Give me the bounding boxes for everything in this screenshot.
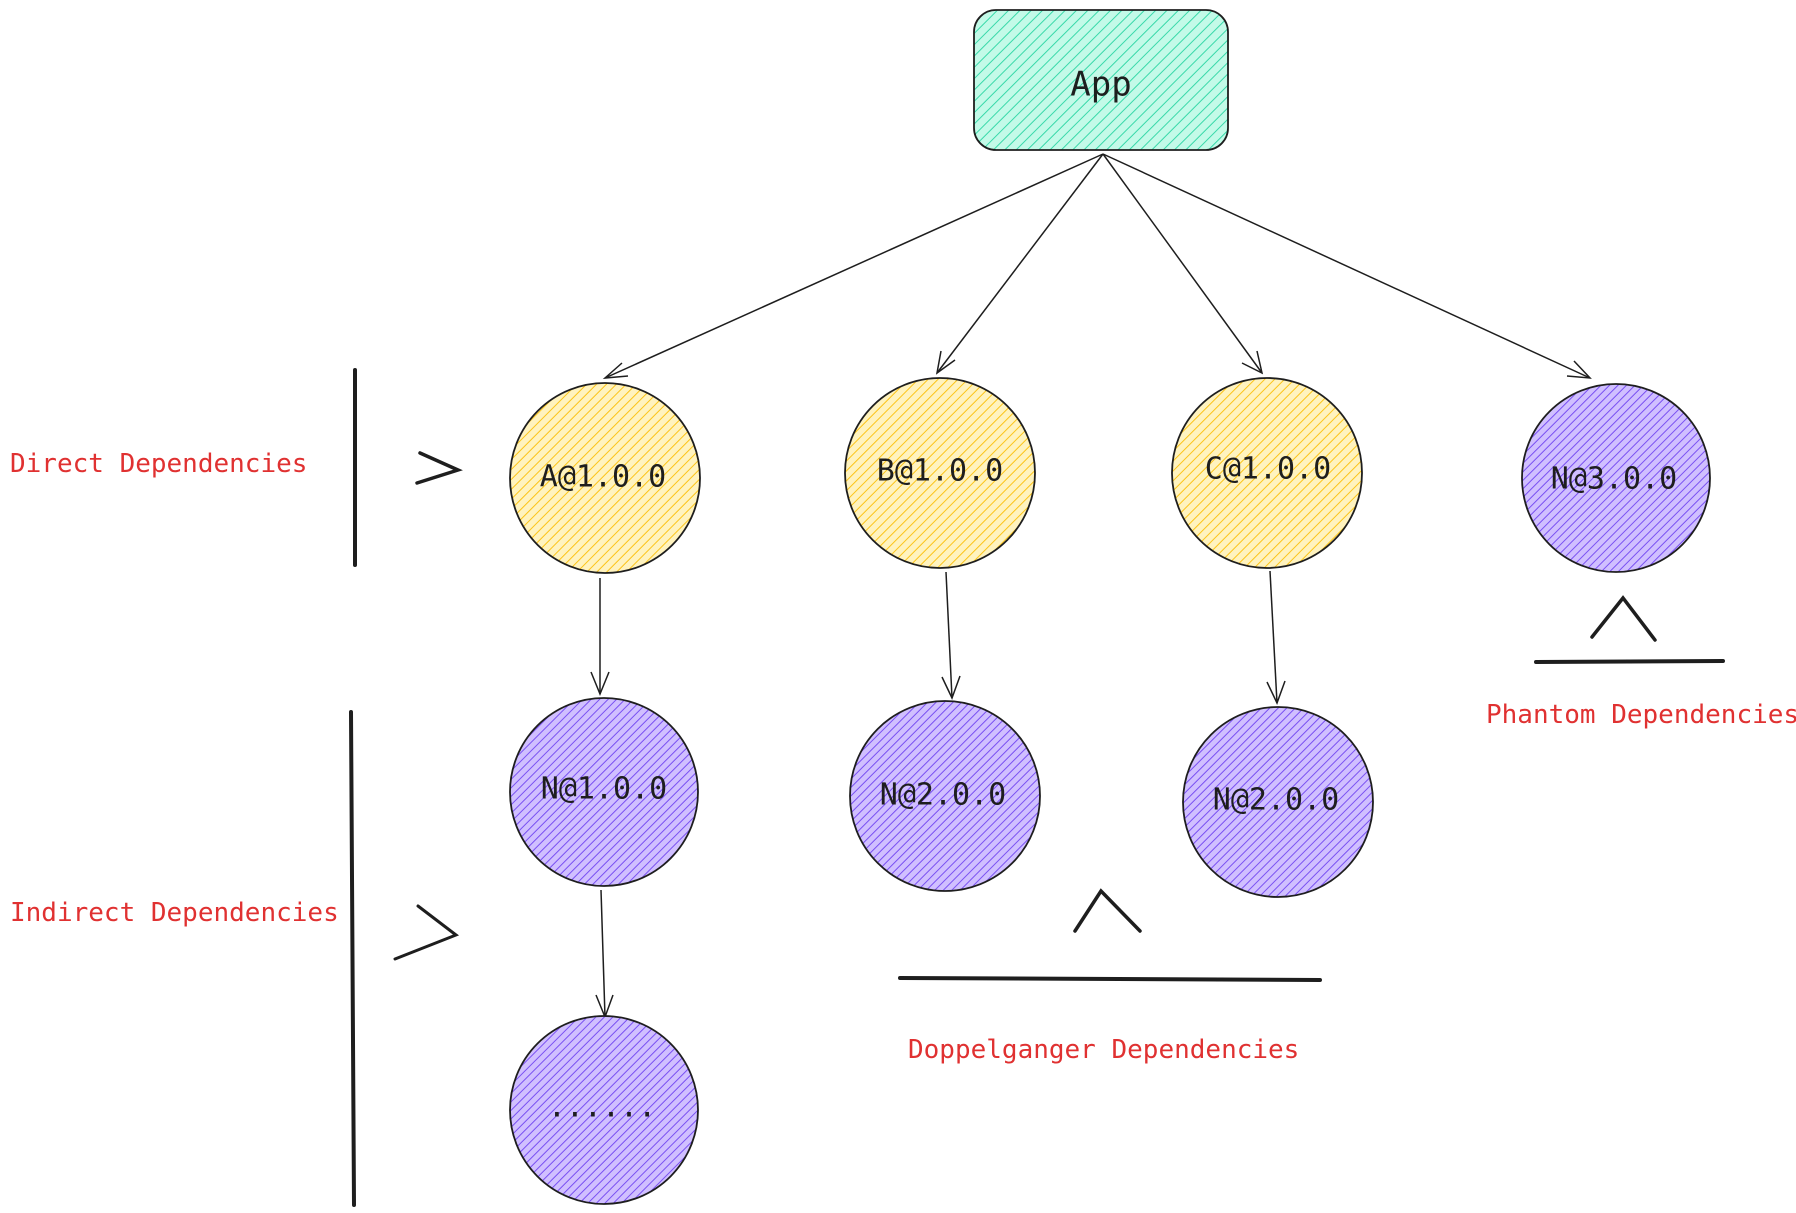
arrowhead-b: [935, 350, 956, 375]
direct-bracket: [353, 368, 463, 567]
node-n3-label: N@3.0.0: [1551, 462, 1677, 497]
arrowhead-n3: [1566, 360, 1592, 379]
arrowhead-a: [602, 362, 629, 379]
node-n3: N@3.0.0: [1521, 383, 1711, 573]
doppelganger-baseline: [898, 976, 1322, 982]
direct-pointer: [415, 451, 463, 485]
edge-b-n2-left: [945, 571, 953, 699]
node-b-label: B@1.0.0: [877, 454, 1003, 489]
node-a-label: A@1.0.0: [540, 460, 666, 495]
node-n2-left-label: N@2.0.0: [880, 778, 1006, 813]
node-c: C@1.0.0: [1171, 377, 1363, 569]
indirect-bracket: [349, 710, 460, 1207]
node-more-label: ......: [548, 1090, 656, 1125]
node-n1-label: N@1.0.0: [541, 772, 667, 807]
edges: [590, 153, 1592, 1020]
phantom-marker: [1534, 595, 1725, 664]
node-b: B@1.0.0: [844, 377, 1036, 569]
edge-app-n3: [1102, 153, 1591, 379]
direct-dependencies-label: Direct Dependencies: [10, 449, 307, 479]
edge-n1-more: [600, 889, 606, 1018]
edge-c-n2-right: [1269, 570, 1278, 704]
phantom-caret: [1590, 595, 1657, 642]
node-n2-right-label: N@2.0.0: [1213, 783, 1339, 818]
node-more: ......: [509, 1015, 699, 1205]
arrowhead-c: [1241, 350, 1264, 375]
node-c-label: C@1.0.0: [1205, 452, 1331, 487]
node-n2-right: N@2.0.0: [1182, 706, 1374, 898]
indirect-bracket-line: [349, 710, 356, 1207]
edge-app-c: [1102, 153, 1263, 374]
app-node: App: [973, 9, 1229, 151]
node-a: A@1.0.0: [509, 382, 701, 574]
doppelganger-marker: [898, 888, 1322, 982]
indirect-pointer: [393, 904, 460, 961]
edge-app-a: [604, 153, 1104, 379]
phantom-baseline: [1534, 659, 1725, 664]
node-n1: N@1.0.0: [509, 697, 699, 887]
app-node-label: App: [1070, 65, 1131, 105]
doppelganger-dependencies-label: Doppelganger Dependencies: [908, 1035, 1299, 1065]
arrowhead-n1: [590, 671, 610, 696]
edge-app-b: [936, 153, 1104, 374]
doppelganger-caret: [1073, 888, 1142, 933]
arrowhead-n2-left: [941, 675, 961, 700]
phantom-dependencies-label: Phantom Dependencies: [1486, 700, 1796, 730]
arrowhead-n2-right: [1266, 680, 1286, 705]
indirect-dependencies-label: Indirect Dependencies: [10, 898, 339, 928]
node-n2-left: N@2.0.0: [849, 700, 1041, 892]
